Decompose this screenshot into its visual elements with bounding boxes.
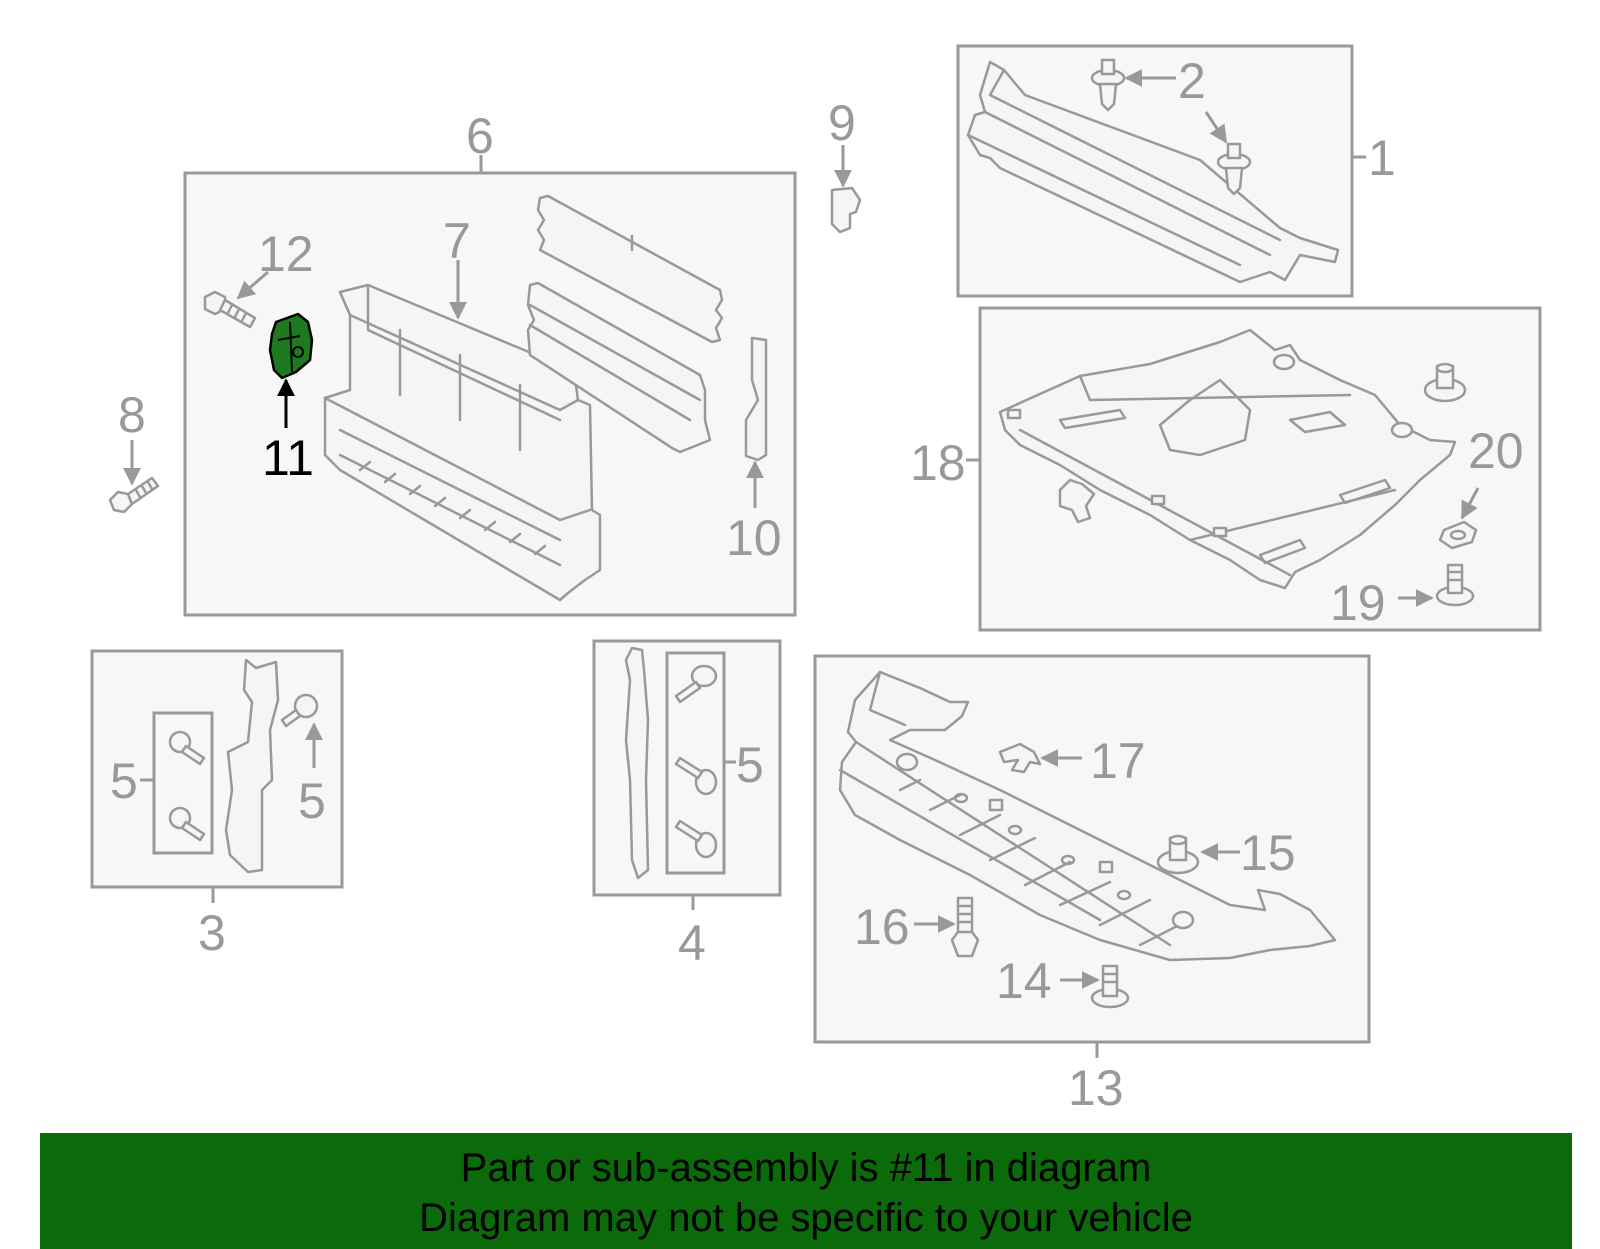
callout-5c: 5	[736, 737, 764, 793]
deflector-4-part	[624, 646, 650, 880]
screw-3a-part	[168, 730, 206, 766]
upper-shield-part	[966, 60, 1340, 284]
bolt-14-part	[1090, 964, 1130, 1009]
shutter-frame-part	[323, 283, 602, 602]
callout-2: 2	[1178, 53, 1206, 109]
callout-13: 13	[1068, 1060, 1124, 1116]
bracket-10-part	[744, 336, 768, 462]
callout-4: 4	[678, 915, 706, 971]
banner-line-2: Diagram may not be specific to your vehi…	[419, 1196, 1193, 1240]
group-18-box: 18	[910, 306, 1542, 632]
push-pin-2b-part	[1216, 142, 1252, 196]
bolt-12-part	[203, 290, 257, 329]
group-1-box: 1 2	[956, 44, 1396, 298]
callout-19: 19	[1330, 575, 1386, 631]
callout-5b: 5	[298, 773, 326, 829]
bolt-19-part	[1435, 563, 1475, 607]
callout-10: 10	[726, 510, 782, 566]
callout-7: 7	[443, 213, 471, 269]
callout-15: 15	[1240, 825, 1296, 881]
screw-4b-part	[674, 756, 718, 796]
callout-16: 16	[854, 899, 910, 955]
callout-18: 18	[910, 435, 966, 491]
bolt-16-part	[950, 896, 980, 958]
under-shield-part	[998, 328, 1457, 590]
callout-17: 17	[1090, 733, 1146, 789]
washer-20-part	[1438, 520, 1478, 550]
callout-6: 6	[466, 108, 494, 164]
upper-shutter-panel-part	[536, 194, 724, 344]
grommet-15-part	[1156, 834, 1200, 875]
callout-1: 1	[1368, 130, 1396, 186]
group-6-box: 6 7	[183, 108, 797, 617]
info-banner: Part or sub-assembly is #11 in diagram D…	[40, 1133, 1572, 1249]
parts-diagram: 6 7	[90, 44, 1542, 1116]
group-4-box: 4 5	[592, 639, 782, 971]
callout-11: 11	[262, 430, 314, 486]
group-13-box: 13 17	[813, 654, 1371, 1116]
nut-part	[1423, 362, 1467, 403]
callout-9: 9	[828, 95, 856, 151]
callout-5a: 5	[110, 753, 138, 809]
screw-3b-part	[168, 806, 206, 842]
lower-shutter-panel-part	[526, 281, 712, 454]
clip-17-part	[998, 742, 1042, 774]
screw-4c-part	[674, 819, 718, 859]
deflector-3-part	[224, 658, 280, 874]
callout-12: 12	[258, 226, 314, 282]
group-3-box: 3 5 5	[90, 649, 344, 961]
screw-4a-part	[674, 664, 718, 704]
retainer-clip-part	[1058, 478, 1096, 524]
bolt-8-part	[108, 476, 160, 514]
clip-9-part	[830, 186, 862, 234]
banner-line-1: Part or sub-assembly is #11 in diagram	[460, 1146, 1152, 1190]
screw-3c-part	[280, 693, 319, 728]
front-lower-shield-part	[838, 670, 1337, 962]
callout-14: 14	[996, 953, 1052, 1009]
highlighted-part-11	[268, 312, 314, 380]
callout-8: 8	[118, 387, 146, 443]
callout-20: 20	[1468, 423, 1524, 479]
push-pin-2a-part	[1090, 58, 1126, 112]
callout-3: 3	[198, 905, 226, 961]
